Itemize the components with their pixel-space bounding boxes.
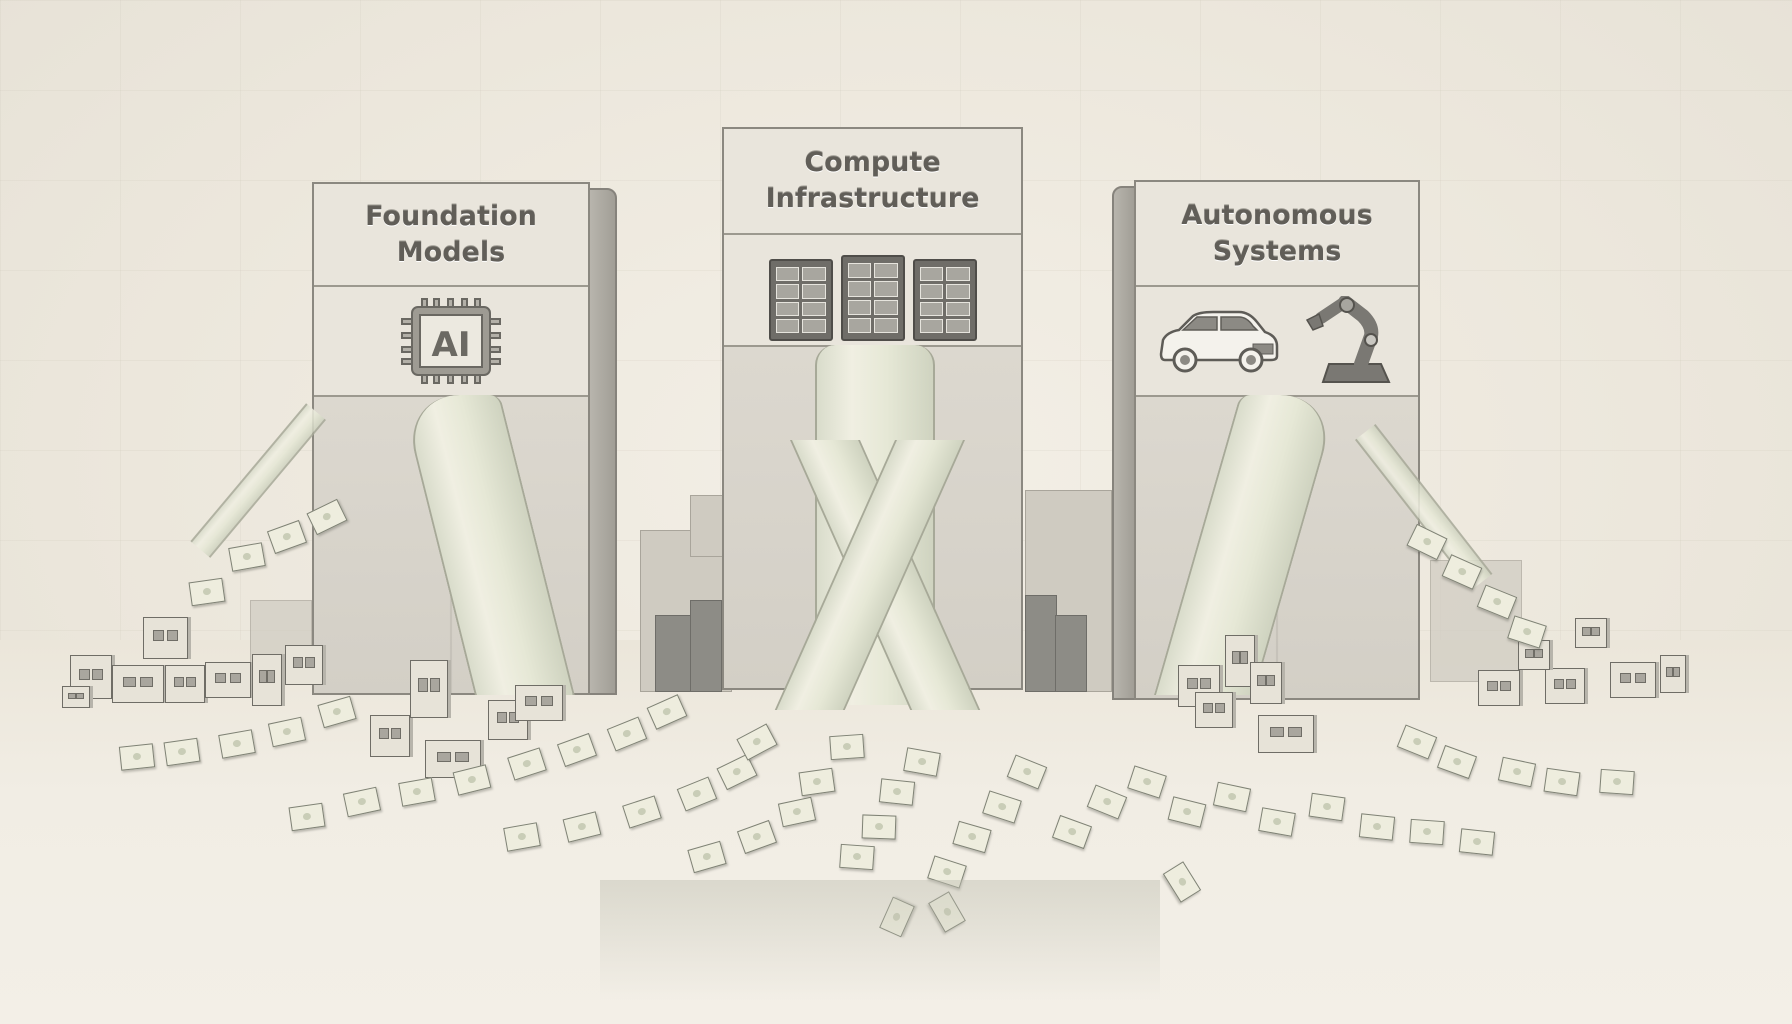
- robot-arm-icon: [1305, 296, 1391, 383]
- tower-label: Compute Infrastructure: [724, 129, 1021, 235]
- tower-title-line2: Infrastructure: [765, 183, 980, 214]
- skyline-block: [690, 600, 722, 692]
- server-rack-icon: [912, 259, 977, 341]
- tower-side: [1112, 186, 1136, 700]
- tower-label: Autonomous Systems: [1136, 182, 1418, 287]
- tower-icon-panel: [1136, 287, 1418, 397]
- tower-title-line1: Foundation: [365, 200, 537, 232]
- server-rack-icon: [768, 259, 833, 341]
- tower-title-line1: Compute: [804, 147, 941, 178]
- tower-title-line1: Autonomous: [1181, 199, 1373, 231]
- ai-chip-icon: AI: [401, 298, 501, 384]
- tower-title-line2: Systems: [1212, 235, 1342, 267]
- tower-title-line2: Models: [396, 236, 506, 268]
- server-rack-icon: [840, 255, 905, 341]
- tower-label: Foundation Models: [314, 184, 588, 287]
- skyline-block: [655, 615, 692, 692]
- floor-reflection: [600, 880, 1160, 1000]
- car-icon: [1159, 310, 1279, 373]
- svg-text:AI: AI: [432, 325, 471, 365]
- tower-icon-panel: [724, 235, 1021, 347]
- skyline-block: [1055, 615, 1087, 692]
- tower-side: [588, 188, 617, 695]
- tower-icon-panel: AI: [314, 287, 588, 397]
- skyline-block: [1025, 595, 1057, 692]
